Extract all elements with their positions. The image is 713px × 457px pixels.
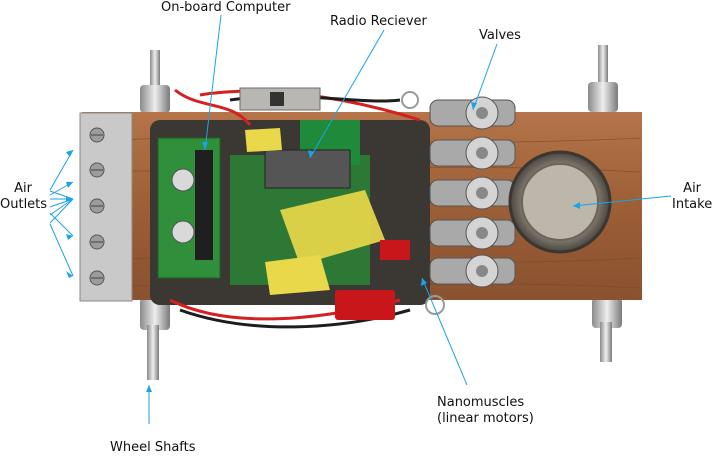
radio-receiver-module <box>264 149 351 189</box>
leader-lines <box>49 14 672 424</box>
air-outlet-block <box>79 112 133 302</box>
label-nanomuscles: Nanomuscles (linear motors) <box>437 395 534 427</box>
air-intake-cup <box>508 150 612 254</box>
label-valves: Valves <box>479 28 521 43</box>
onboard-computer-board <box>157 137 221 279</box>
label-radio-receiver: Radio Reciever <box>330 14 427 29</box>
wheel-shaft-top-left <box>140 50 170 113</box>
label-wheel-shafts: Wheel Shafts <box>110 440 196 455</box>
label-air-outlets-line2: Outlets <box>0 197 48 212</box>
wheel-shaft-bottom-left <box>140 298 170 380</box>
label-air-outlets: Air Outlets <box>0 181 48 213</box>
wheel-shaft-bottom-right <box>592 298 622 362</box>
label-nanomuscles-line2: (linear motors) <box>437 411 534 426</box>
label-nanomuscles-line1: Nanomuscles <box>437 395 525 410</box>
label-air-intake: Air Intake <box>672 181 712 213</box>
label-onboard-computer: On-board Computer <box>161 0 291 15</box>
label-air-intake-line1: Air <box>683 181 702 196</box>
wheel-shaft-top-right <box>588 45 618 112</box>
valve-array <box>429 96 516 288</box>
label-air-intake-line2: Intake <box>672 197 713 212</box>
label-air-outlets-line1: Air <box>14 181 32 196</box>
